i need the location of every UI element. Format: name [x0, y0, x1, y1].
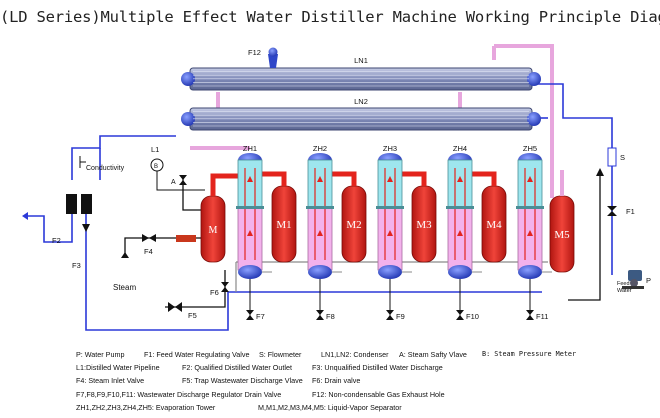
legend: P: Water Pump F1: Feed Water Regulating …: [76, 348, 656, 414]
liquid-vapor-separator: M5: [549, 170, 575, 273]
conductivity-label: Conductivity: [86, 165, 125, 172]
conductivity-sensor: [79, 156, 86, 168]
feed-regulating-valve-f1: [607, 206, 617, 216]
exhaust-label: F12: [248, 48, 261, 57]
drain-valve-label: F8: [326, 312, 335, 321]
separator-label: M: [209, 225, 218, 236]
valve-f4-label: F4: [144, 247, 153, 256]
exhaust-hole-f12: [268, 47, 278, 68]
separator-label: M1: [276, 219, 291, 231]
valve-f2-label: F2: [52, 236, 61, 245]
filter-f2: [66, 194, 77, 214]
tower-label: ZH1: [243, 144, 257, 153]
steam-heater: [176, 235, 196, 242]
drain-valve: [526, 310, 534, 320]
legend-item: A: Steam Safty Vlave: [399, 350, 467, 359]
legend-item: F5: Trap Wastewater Discharge Vlave: [182, 376, 303, 386]
flowmeter: [607, 147, 617, 167]
discharge-arrow-f3: [82, 224, 90, 232]
drain-valve-label: F9: [396, 312, 405, 321]
liquid-vapor-separator: M4: [472, 171, 507, 263]
legend-item: F4: Steam Inlet Valve: [76, 376, 145, 386]
liquid-vapor-separator: M: [200, 173, 238, 263]
legend-item: F3: Unqualified Distilled Water Discharg…: [312, 363, 443, 373]
drain-valve-f6: [221, 282, 229, 292]
legend-item: M,M1,M2,M3,M4,M5: Liquid-Vapor Separator: [258, 402, 402, 412]
legend-item: B: Steam Pressure Meter: [482, 350, 577, 358]
legend-item: S: Flowmeter: [259, 350, 302, 359]
distilled-water-pipeline: [190, 44, 554, 198]
legend-item: LN1,LN2: Condenser: [321, 350, 389, 359]
return-arrow: [596, 168, 604, 176]
drain-valve-label: F7: [256, 312, 265, 321]
liquid-vapor-separator: M2: [332, 171, 367, 263]
diagram-title: (LD Series)Multiple Effect Water Distill…: [0, 8, 660, 26]
legend-item: ZH1,ZH2,ZH3,ZH4,ZH5: Evaporation Tower: [76, 402, 216, 412]
condenser-ln1-label: LN1: [354, 56, 368, 65]
feed-water-pipeline: [28, 83, 613, 331]
steam-inlet-valve-f4: [142, 234, 156, 242]
flowmeter-label: S: [620, 153, 625, 162]
legend-item: F7,F8,F9,F10,F11: Wastewater Discharge R…: [76, 389, 282, 399]
trap-valve-f5: [168, 302, 182, 312]
legend-row: L1:Distilled Water Pipeline F2: Qualifie…: [76, 361, 656, 374]
steam-label: Steam: [113, 283, 136, 292]
liquid-vapor-separator: M3: [402, 171, 437, 263]
steam-valve-label: A: [171, 179, 176, 186]
separator-label: M3: [416, 219, 432, 231]
legend-item: P: Water Pump: [76, 350, 125, 359]
legend-row: F4: Steam Inlet Valve F5: Trap Wastewate…: [76, 374, 656, 387]
tower-label: ZH2: [313, 144, 327, 153]
separator-label: M4: [486, 219, 502, 231]
feed-water-label-line2: Water: [617, 288, 632, 294]
legend-item: F1: Feed Water Regulating Valve: [144, 350, 250, 359]
water-pump: [622, 270, 644, 289]
legend-row: P: Water Pump F1: Feed Water Regulating …: [76, 348, 656, 361]
outlet-arrow-f2: [22, 212, 28, 220]
legend-row: ZH1,ZH2,ZH3,ZH4,ZH5: Evaporation Tower M…: [76, 401, 656, 414]
filter-f3: [81, 194, 92, 214]
drain-valve-label: F10: [466, 312, 479, 321]
legend-item: L1:Distilled Water Pipeline: [76, 363, 160, 373]
valve-f1-label: F1: [626, 207, 635, 216]
drain-valve: [246, 310, 254, 320]
steam-safety-valve-a: [179, 175, 187, 185]
separator-label: M2: [346, 219, 361, 231]
tower-label: ZH4: [453, 144, 467, 153]
tower-label: ZH3: [383, 144, 397, 153]
legend-item: F12: Non-condensable Gas Exhaust Hole: [312, 389, 445, 399]
drain-valve: [386, 310, 394, 320]
legend-item: F2: Qualified Distilled Water Outlet: [182, 363, 292, 373]
drain-valve-label: F11: [536, 312, 548, 321]
pressure-meter-label: L1: [151, 145, 159, 154]
principle-diagram: LN1 LN2 F12 Conductivity F2 F3 L1 B A F4…: [22, 44, 651, 331]
feed-water-label-line1: Feed: [617, 281, 630, 287]
drain-valve: [316, 310, 324, 320]
liquid-vapor-separator: M1: [262, 171, 297, 263]
pressure-meter-line: [156, 171, 205, 191]
valve-f5-label: F5: [188, 311, 197, 320]
pressure-meter-glyph: B: [154, 164, 158, 170]
tower-label: ZH5: [523, 144, 537, 153]
valve-f6-label: F6: [210, 288, 219, 297]
condenser-ln2-label: LN2: [354, 97, 368, 106]
legend-row: F7,F8,F9,F10,F11: Wastewater Discharge R…: [76, 388, 656, 401]
valve-f3-label: F3: [72, 261, 81, 270]
drain-valve: [456, 310, 464, 320]
legend-item: F6: Drain valve: [312, 376, 361, 386]
pump-label: P: [646, 276, 651, 285]
separator-label: M5: [554, 229, 570, 241]
steam-inlet-arrow: [121, 252, 129, 258]
